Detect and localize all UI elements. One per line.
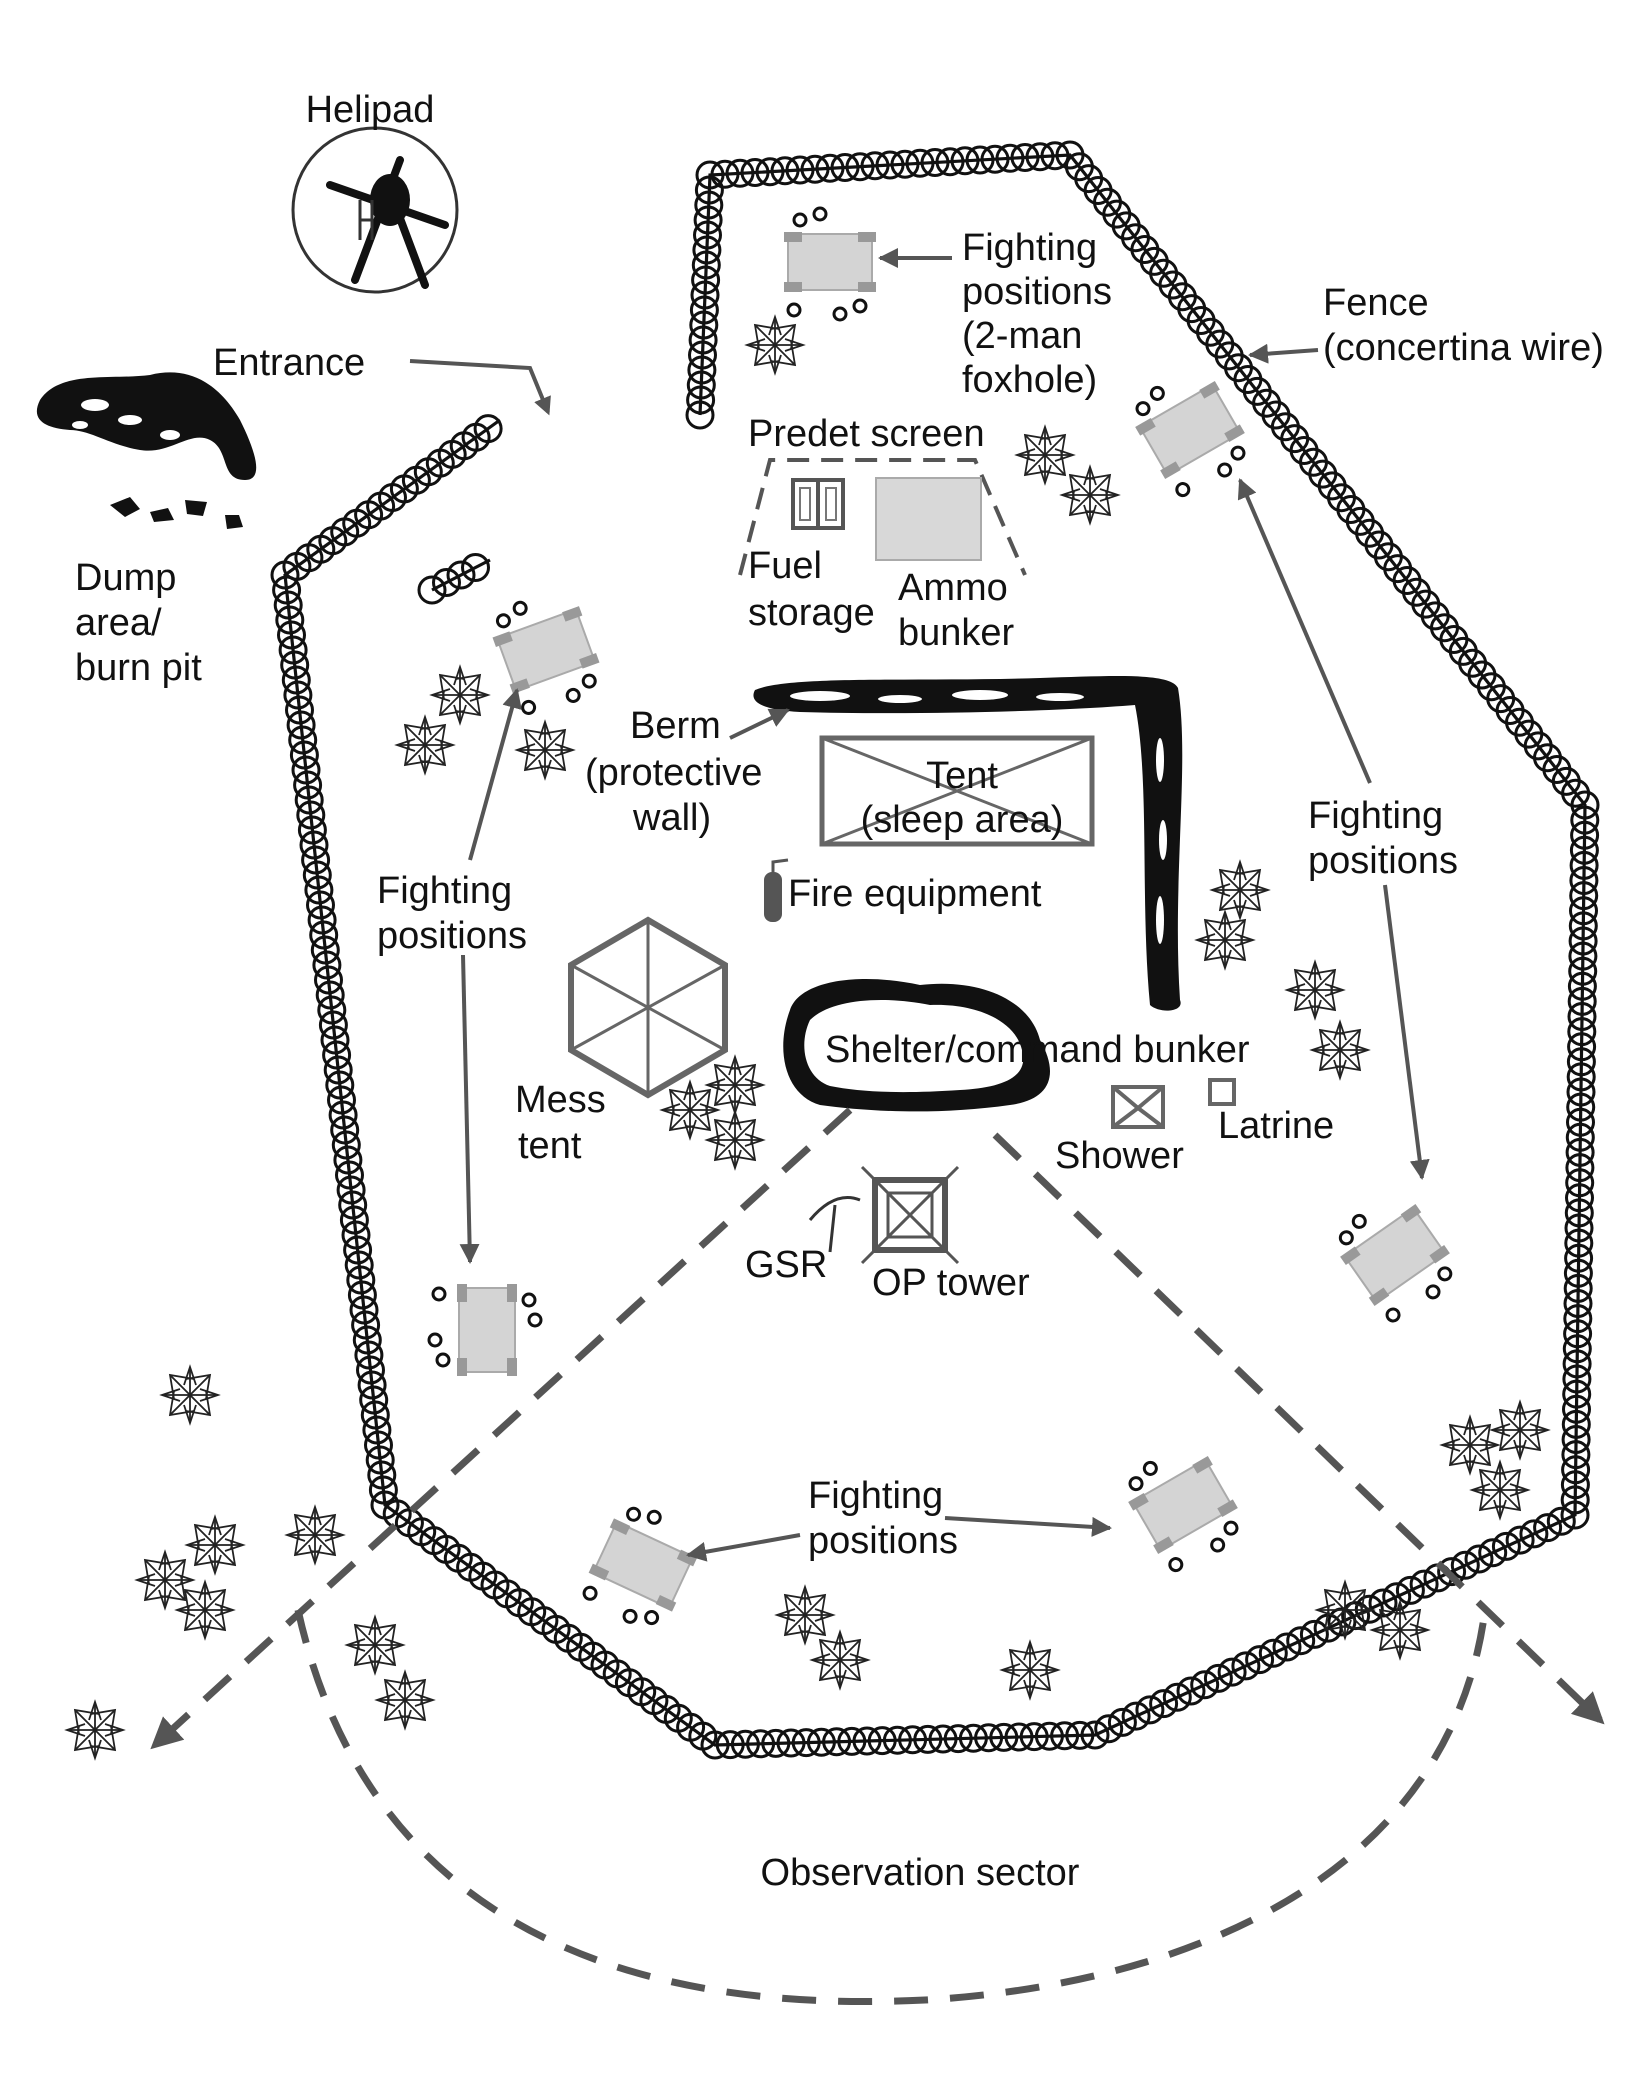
fuel-label-line2: storage bbox=[748, 592, 875, 634]
entrance-arrow bbox=[409, 359, 551, 416]
latrine-label: Latrine bbox=[1218, 1105, 1334, 1147]
entrance-label: Entrance bbox=[213, 342, 365, 384]
dump-label-line3: burn pit bbox=[75, 647, 202, 689]
fp-left-line2: positions bbox=[377, 915, 527, 957]
fire-equipment-label: Fire equipment bbox=[788, 873, 1042, 915]
berm-label-line2: (protective bbox=[585, 752, 762, 794]
fp-right-line2: positions bbox=[1308, 840, 1458, 882]
latrine-icon bbox=[1208, 1078, 1236, 1106]
predet-screen bbox=[738, 458, 1027, 576]
berm-label-line1: Berm bbox=[630, 705, 721, 747]
fp-top-line3: (2-man bbox=[962, 315, 1082, 357]
fp-right-arrow-up bbox=[1237, 478, 1372, 784]
berm bbox=[753, 676, 1183, 1011]
fp-top-line1: Fighting bbox=[962, 227, 1097, 269]
predet-screen-label: Predet screen bbox=[748, 413, 985, 455]
op-tower-label: OP tower bbox=[872, 1262, 1030, 1304]
dump-label-line2: area/ bbox=[75, 602, 162, 644]
dump-label-line1: Dump bbox=[75, 557, 176, 599]
mess-tent-icon bbox=[568, 916, 728, 1099]
fighting-position-left-upper bbox=[482, 582, 611, 722]
mess-label-line2: tent bbox=[518, 1125, 582, 1167]
fp-left-arrow-down bbox=[459, 954, 480, 1264]
fp-bottom-arrow-right bbox=[944, 1516, 1112, 1537]
fighting-position-bottom-right bbox=[1114, 1433, 1254, 1580]
fence-label-line1: Fence bbox=[1323, 282, 1429, 324]
tent-icon bbox=[819, 735, 1095, 847]
mess-label-line1: Mess bbox=[515, 1079, 606, 1121]
berm-label-line3: wall) bbox=[632, 797, 711, 839]
fighting-position-left-lower bbox=[427, 1282, 543, 1378]
fighting-position-right-lower bbox=[1324, 1182, 1468, 1331]
concertina-fence bbox=[270, 140, 1600, 1760]
fp-bottom-line1: Fighting bbox=[808, 1475, 943, 1517]
fuel-label-line1: Fuel bbox=[748, 545, 822, 587]
tent-label-line2: (sleep area) bbox=[861, 799, 1064, 841]
shelter-label: Shelter/command bunker bbox=[825, 1029, 1250, 1071]
fuel-storage-icon bbox=[791, 478, 845, 530]
fence-arrow bbox=[1248, 343, 1319, 364]
shower-label: Shower bbox=[1055, 1135, 1184, 1177]
fighting-position-bottom-left bbox=[575, 1495, 710, 1639]
gsr-icon bbox=[808, 1196, 861, 1253]
fp-right-line1: Fighting bbox=[1308, 795, 1443, 837]
fp-left-line1: Fighting bbox=[377, 870, 512, 912]
fp-left-arrow-up bbox=[468, 688, 522, 861]
tent-label-line1: Tent bbox=[926, 755, 998, 797]
helipad-icon bbox=[291, 126, 459, 294]
ammo-label-line1: Ammo bbox=[898, 567, 1008, 609]
berm-arrow bbox=[729, 708, 790, 740]
fp-top-line4: foxhole) bbox=[962, 359, 1097, 401]
observation-sector bbox=[150, 1107, 1605, 2006]
observation-sector-label: Observation sector bbox=[761, 1852, 1080, 1894]
fighting-position-top bbox=[782, 206, 878, 322]
dump-area-icon bbox=[36, 372, 257, 529]
fire-extinguisher-icon bbox=[764, 858, 789, 922]
ammo-bunker-icon bbox=[875, 477, 982, 561]
command-bunker bbox=[783, 978, 1050, 1112]
fp-top-line2: positions bbox=[962, 271, 1112, 313]
ammo-label-line2: bunker bbox=[898, 612, 1015, 654]
fp-right-arrow-down bbox=[1383, 884, 1430, 1180]
fp-bottom-line2: positions bbox=[808, 1520, 958, 1562]
shower-icon bbox=[1111, 1085, 1165, 1129]
helipad-label: Helipad bbox=[306, 89, 435, 131]
op-tower-icon bbox=[860, 1165, 960, 1265]
fence-label-line2: (concertina wire) bbox=[1323, 327, 1604, 369]
gsr-label: GSR bbox=[745, 1244, 827, 1286]
fp-bottom-arrow-left bbox=[686, 1533, 801, 1562]
